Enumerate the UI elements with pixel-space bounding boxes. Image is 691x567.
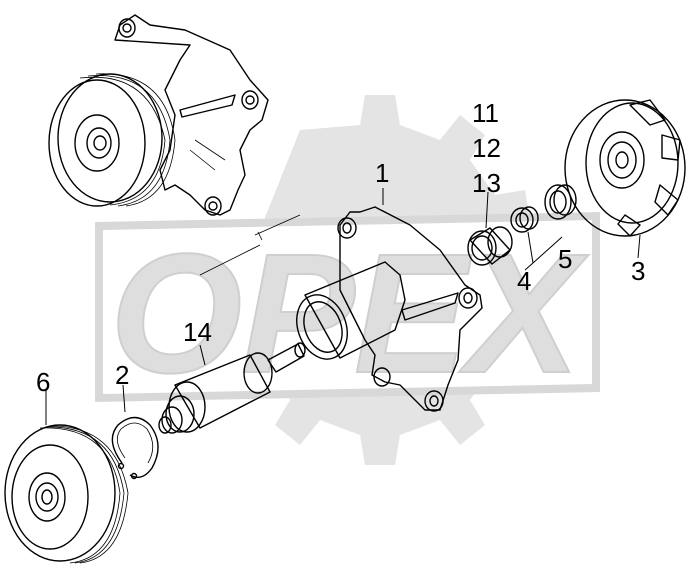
callout-leaders (45, 188, 641, 425)
watermark-text: OPEX (110, 219, 589, 409)
callout-1: 1 (375, 158, 389, 188)
part-13-seal (467, 226, 513, 266)
callout-14: 14 (183, 317, 212, 347)
callout-5: 5 (558, 244, 572, 274)
callout-6: 6 (36, 367, 50, 397)
part-2-snap-ring (111, 416, 159, 480)
part-3-impeller (564, 99, 686, 237)
part-5-ring-seal (544, 184, 577, 220)
part-4-washer (510, 206, 539, 233)
assembled-water-pump (48, 14, 269, 216)
callout-4: 4 (517, 266, 531, 296)
alignment-axis (199, 214, 301, 276)
callout-12: 12 (472, 133, 501, 163)
callout-3: 3 (631, 256, 645, 286)
callout-13: 13 (472, 168, 501, 198)
part-14-shaft-bearing (158, 342, 306, 434)
part-6-pulley (4, 424, 129, 564)
callout-11: 11 (472, 98, 499, 128)
part-1-pump-housing (296, 206, 483, 412)
callout-2: 2 (115, 360, 129, 390)
